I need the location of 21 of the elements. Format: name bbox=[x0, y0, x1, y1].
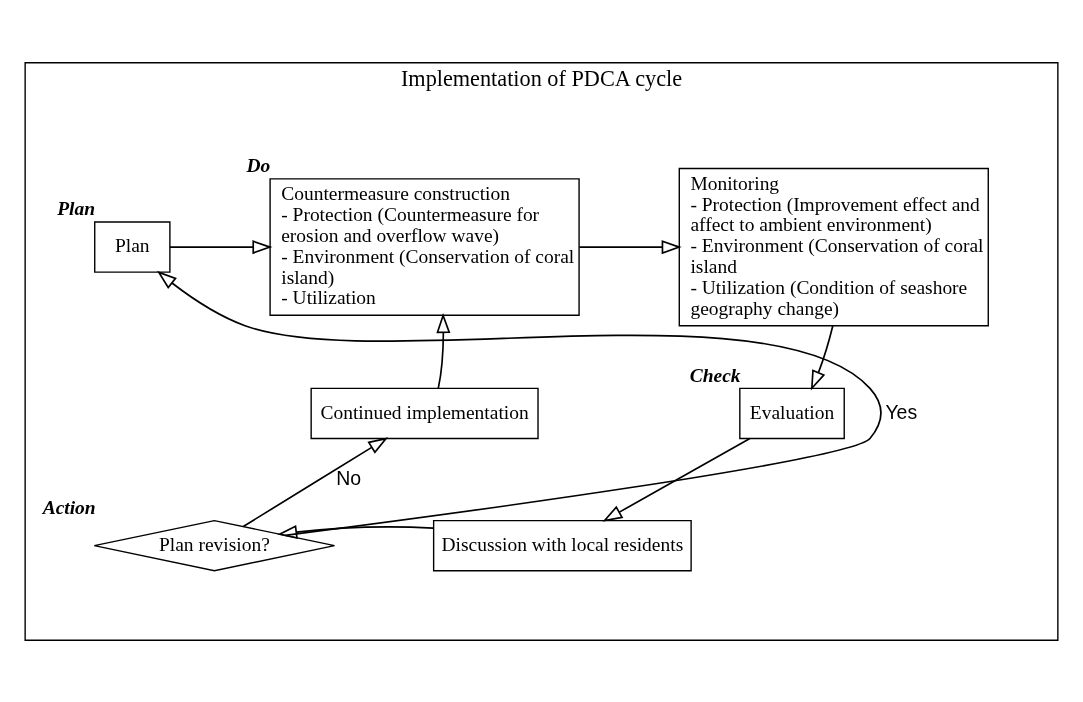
node-label: Action bbox=[42, 496, 96, 518]
arrow bbox=[810, 324, 834, 391]
edge-label: Yes bbox=[885, 400, 918, 423]
node-box: Continued implementation bbox=[310, 387, 539, 439]
arrow bbox=[277, 524, 434, 539]
arrow bbox=[156, 270, 882, 536]
node-label: Plan bbox=[57, 197, 96, 219]
edge-label: No bbox=[336, 466, 362, 489]
node-box: Evaluation bbox=[739, 387, 845, 439]
arrow bbox=[436, 312, 451, 389]
node-label: Do bbox=[246, 154, 271, 176]
arrow bbox=[169, 239, 273, 254]
arrow bbox=[242, 436, 389, 527]
node-box: Monitoring - Protection (Improvement effect and affect to ambient environment) - Environment (Conservation of coral island - Utilization (Condition of seashore geography change) bbox=[678, 167, 989, 326]
node-label: Check bbox=[689, 364, 741, 386]
node-box: Countermeasure construction - Protection (Countermeasure for erosion and overflow wave) - Environment (Conservation of coral island) - Utilization bbox=[269, 177, 580, 316]
node-diamond: Plan revision? bbox=[93, 519, 336, 571]
arrow bbox=[578, 239, 682, 254]
node-box: Discussion with local residents bbox=[432, 519, 692, 571]
node-box: Plan bbox=[94, 220, 171, 273]
arrow bbox=[602, 437, 751, 522]
